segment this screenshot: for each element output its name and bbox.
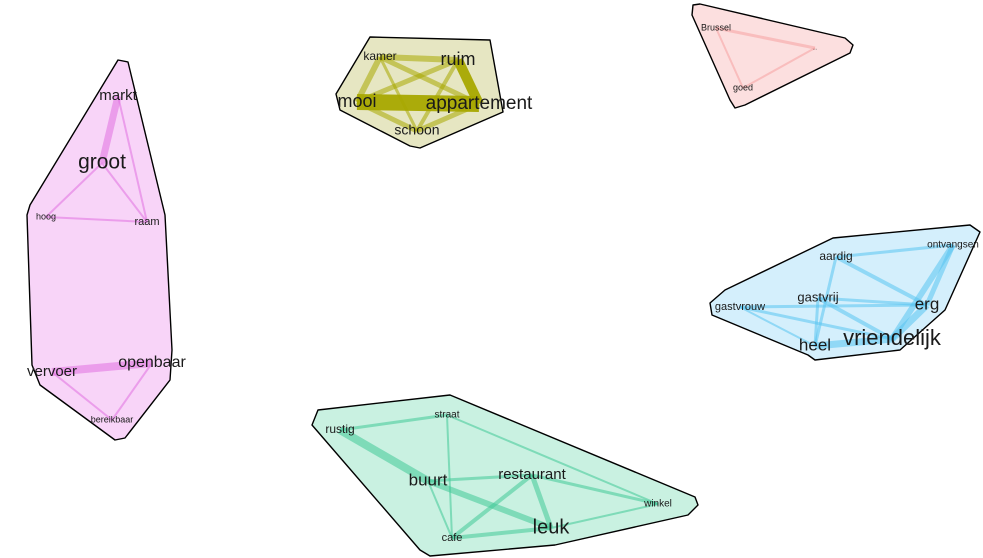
edge-ontvangsen-erg xyxy=(924,244,956,306)
edge-openbaar-bereikbaar xyxy=(111,362,153,421)
node-label-cafe: cafe xyxy=(442,532,463,544)
edge-restaurant-leuk xyxy=(529,474,554,529)
edge-gastvrij-vriendelijk xyxy=(817,296,893,341)
edge-buurt-restaurant xyxy=(427,473,533,483)
cluster-blue: aardig ontvangsen gastvrouw gastvrij erg heel… xyxy=(709,224,981,361)
edge-aardig-ontvangsen xyxy=(835,243,954,259)
node-label-straat: straat xyxy=(434,410,459,421)
edge-vervoer-bereikbaar xyxy=(51,371,113,421)
node-label-erg: erg xyxy=(915,294,940,313)
edge-gastvrij-erg xyxy=(817,296,928,307)
edge-brussel-goed xyxy=(715,27,744,89)
node-label-bereikbaar: bereikbaar xyxy=(91,414,134,424)
cluster-hull-red xyxy=(691,3,854,109)
edge-gastvrouw-heel xyxy=(739,306,816,347)
edge-cafe-buurt xyxy=(427,480,453,539)
node-label-vervoer: vervoer xyxy=(27,363,77,380)
edge-groot-hoog xyxy=(45,162,103,218)
edge-restaurant-winkel xyxy=(531,473,659,506)
node-label-gastvrij: gastvrij xyxy=(797,289,838,304)
node-label-dots: ... xyxy=(813,45,817,51)
node-label-mooi: mooi xyxy=(337,91,376,111)
edge-rustig-straat xyxy=(339,413,448,432)
edge-mooi-schoon xyxy=(355,99,419,134)
edge-cafe-leuk xyxy=(451,526,552,540)
node-label-markt: markt xyxy=(99,87,137,104)
node-label-schoon: schoon xyxy=(394,122,439,138)
node-label-goed: goed xyxy=(733,82,753,92)
edge-cafe-restaurant xyxy=(450,473,534,540)
edge-markt-groot xyxy=(98,95,122,164)
edge-mooi-ruim xyxy=(356,57,459,105)
edge-kamer-schoon xyxy=(378,56,419,132)
edge-ontvangsen-vriendelijk xyxy=(889,243,956,341)
node-label-ontvangsen: ontvangsen xyxy=(927,240,979,251)
edge-aardig-erg xyxy=(835,255,928,307)
edge-goed-dots xyxy=(742,47,816,89)
cluster-olive: kamer ruim mooi appartement schoon xyxy=(335,36,533,149)
edge-ruim-appartement xyxy=(453,57,484,107)
edge-mooi-appartement xyxy=(356,94,480,112)
node-label-brussel: Brussel xyxy=(701,22,731,32)
edge-buurt-leuk xyxy=(426,478,553,531)
edge-brussel-dots xyxy=(715,26,816,50)
node-label-openbaar: openbaar xyxy=(118,354,186,371)
edge-straat-cafe xyxy=(446,414,453,539)
edge-schoon-appartement xyxy=(416,101,480,134)
cluster-green: rustig straat buurt restaurant leuk winkel caf… xyxy=(311,394,699,557)
node-label-rustig: rustig xyxy=(325,422,354,436)
node-label-groot: groot xyxy=(78,151,126,174)
cluster-red: Brussel... goed xyxy=(691,3,854,109)
edge-gastvrij-heel xyxy=(813,297,820,347)
node-label-aardig: aardig xyxy=(819,249,852,263)
node-label-vriendelijk: vriendelijk xyxy=(843,325,942,350)
node-label-ruim: ruim xyxy=(441,49,476,69)
edge-heel-vriendelijk xyxy=(814,335,893,350)
edge-markt-raam xyxy=(117,95,148,223)
node-label-appartement: appartement xyxy=(426,93,533,114)
node-label-winkel: winkel xyxy=(643,499,672,510)
edge-kamer-ruim xyxy=(379,54,459,63)
edge-schoon-ruim xyxy=(415,58,460,133)
node-label-hoog: hoog xyxy=(36,211,56,221)
edge-groot-raam xyxy=(101,162,148,223)
node-label-kamer: kamer xyxy=(363,49,396,63)
node-label-leuk: leuk xyxy=(533,516,571,538)
node-label-gastvrouw: gastvrouw xyxy=(715,301,765,313)
edge-hoog-raam xyxy=(45,216,148,223)
cluster-magenta: markt groot hoog raam vervoer openbaar bereikb… xyxy=(26,59,186,441)
edge-leuk-winkel xyxy=(550,503,659,529)
edge-vervoer-openbaar xyxy=(51,359,153,376)
cluster-hull-magenta xyxy=(26,59,173,441)
node-label-raam: raam xyxy=(134,216,159,228)
node-label-restaurant: restaurant xyxy=(498,466,566,483)
edge-rustig-buurt xyxy=(337,426,431,485)
node-label-heel: heel xyxy=(799,335,831,354)
edge-kamer-appartement xyxy=(378,54,481,107)
edge-kamer-mooi xyxy=(354,55,383,104)
edge-straat-winkel xyxy=(446,414,659,505)
node-label-buurt: buurt xyxy=(409,470,448,489)
